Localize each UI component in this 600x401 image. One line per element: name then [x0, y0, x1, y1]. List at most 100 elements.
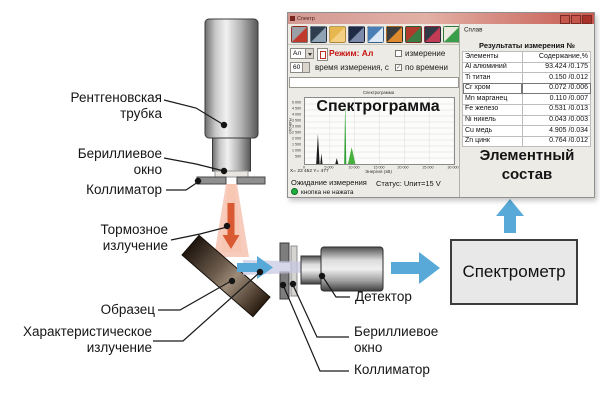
chevron-down-icon[interactable] [305, 49, 313, 58]
detector-body [300, 246, 384, 292]
label-be-window-left: Бериллиевое окно [77, 146, 162, 177]
mode-label: Режим: Ал [329, 48, 374, 58]
y-tick-label: 4 000 [291, 113, 301, 117]
x-tick-label: 20 000 [397, 166, 409, 170]
label-collimator-right: Коллиматор [354, 362, 430, 377]
mode-icon[interactable] [317, 48, 328, 61]
bytime-checkbox-label: по времени [405, 63, 448, 72]
right-arrow-small [237, 256, 273, 279]
y-tick-label: 4 500 [291, 107, 301, 111]
document-icon[interactable] [443, 25, 460, 43]
element-cell: Al алюминий [462, 61, 523, 74]
label-collimator-left: Коллиматор [86, 182, 162, 197]
open-folder-icon[interactable] [329, 25, 346, 43]
tools-icon[interactable] [291, 25, 308, 43]
spectrum-plot[interactable] [304, 97, 455, 165]
x-tick-label: 0 [302, 166, 306, 170]
element-cell: Cr хром [462, 82, 523, 95]
binoculars-icon[interactable] [386, 25, 403, 43]
to-software-arrow [496, 199, 524, 233]
spectrum-peak [335, 158, 339, 164]
books-icon[interactable] [405, 25, 422, 43]
be-window-top [214, 170, 249, 178]
close-button[interactable] [582, 15, 592, 24]
x-axis-label: Энергия (эВ) [365, 170, 392, 175]
xray-tube [204, 18, 259, 178]
element-cell: Ni никель [462, 114, 523, 127]
text-field[interactable] [289, 77, 459, 88]
y-tick-label: 5 000 [291, 101, 301, 105]
leader-lines [153, 99, 350, 372]
calculator-icon[interactable] [310, 25, 327, 43]
table-icon[interactable] [367, 25, 384, 43]
col-elements: Элементы [462, 51, 523, 63]
green-indicator-icon [291, 188, 298, 195]
content-cell: 0.072 /0.006 [521, 82, 592, 95]
leader-dots [194, 121, 326, 289]
time-value: 60 [293, 64, 301, 71]
mode-combo-value: Ал [293, 50, 302, 57]
cursor-readout: X= 23 452 Y= 477 [290, 169, 329, 174]
sample-plate [181, 234, 271, 318]
maximize-button[interactable] [571, 15, 581, 24]
content-cell: 93.424 /0.175 [521, 61, 592, 74]
x-tick-label: 5 000 [324, 166, 334, 170]
y-tick-label: 1 000 [291, 149, 301, 153]
spectrum-peak [316, 134, 320, 164]
x-tick-label: 15 000 [372, 166, 385, 170]
y-tick-label: 2 000 [291, 137, 301, 141]
label-xray-tube: Рентгеновская трубка [70, 90, 162, 121]
save-icon[interactable] [348, 25, 365, 43]
label-characteristic: Характеристическое излучение [22, 324, 152, 355]
label-detector: Детектор [355, 289, 412, 304]
spectrum-peak [347, 147, 356, 164]
x-tick-label: 25 000 [422, 166, 434, 170]
content-cell: 0.531 /0.013 [521, 103, 592, 116]
time-spinner[interactable]: 60 [290, 62, 310, 73]
spectrum-peak [320, 153, 323, 164]
window-buttons [560, 15, 592, 24]
top-collimator [196, 176, 266, 185]
to-spectrometer-arrow [391, 252, 440, 284]
content-cell: 0.043 /0.003 [521, 114, 592, 127]
x-ticks: 0 5 000 10 000 15 000 20 000 25 000 30 000 [302, 165, 459, 171]
results-table-header-row: Элементы Содержание,% [462, 51, 592, 63]
element-cell: Cu медь [462, 125, 523, 137]
time-label: время измерения, с [315, 63, 389, 72]
content-cell: 0.110 /0.007 [521, 93, 592, 105]
col-content: Содержание,% [521, 51, 592, 63]
content-cell: 0.764 /0.012 [521, 135, 592, 148]
spinner-arrows-icon[interactable] [302, 63, 309, 72]
x-tick-label: 10 000 [348, 166, 360, 170]
media-icon[interactable] [424, 25, 441, 43]
mode-combo[interactable]: Ал [290, 48, 314, 59]
bytime-checkbox[interactable] [395, 64, 402, 71]
spectrometer-box: Спектрометр [450, 239, 578, 305]
minimize-button[interactable] [560, 15, 570, 24]
measure-checkbox[interactable] [395, 50, 402, 57]
label-be-window-right: Бериллиевое окно [354, 324, 439, 355]
control-panel: Ал Режим: Ал измерение 60 время измерени… [288, 45, 461, 91]
button-state-text: кнопка не нажата [301, 189, 354, 196]
y-tick-label: 2 500 [291, 131, 301, 135]
x-tick-label: 30 000 [447, 166, 459, 170]
element-cell: Mn марганец [462, 93, 523, 105]
window-titlebar[interactable]: Спектр [288, 13, 594, 24]
waiting-text: Ожидание измерения [291, 178, 367, 187]
elemental-overlay-text: Элементный состав [479, 147, 575, 183]
element-cell: Fe железо [462, 103, 523, 116]
plot-title: Спектрограмма [362, 91, 395, 96]
element-cell: Ti титан [462, 72, 523, 84]
